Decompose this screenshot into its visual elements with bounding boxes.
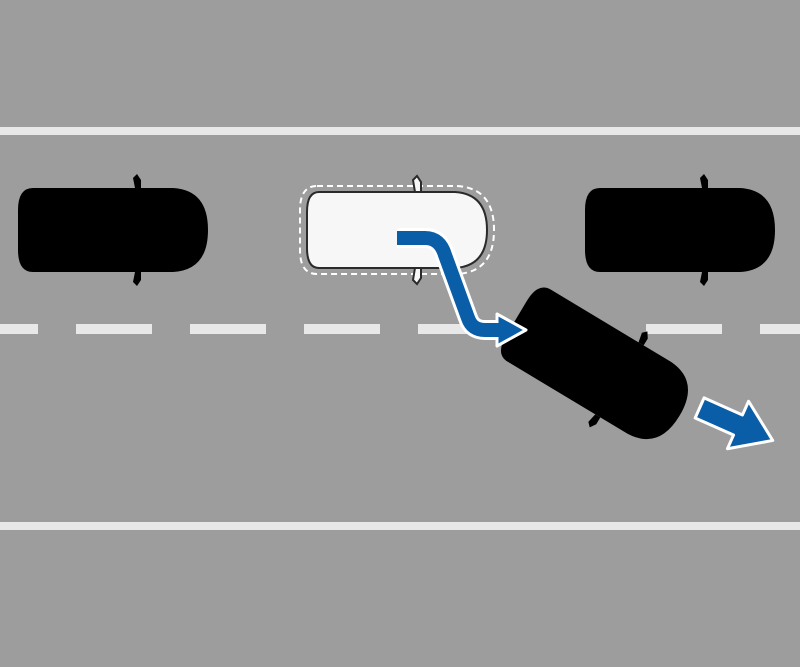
parked-car-left (18, 174, 208, 286)
lane-edge-bottom (0, 522, 800, 530)
path-arrow-icon (397, 228, 528, 348)
direction-arrow-icon (693, 396, 775, 451)
parked-car-right (585, 174, 775, 286)
lane-divider-dashed (0, 324, 800, 334)
lane-edge-top (0, 127, 800, 135)
